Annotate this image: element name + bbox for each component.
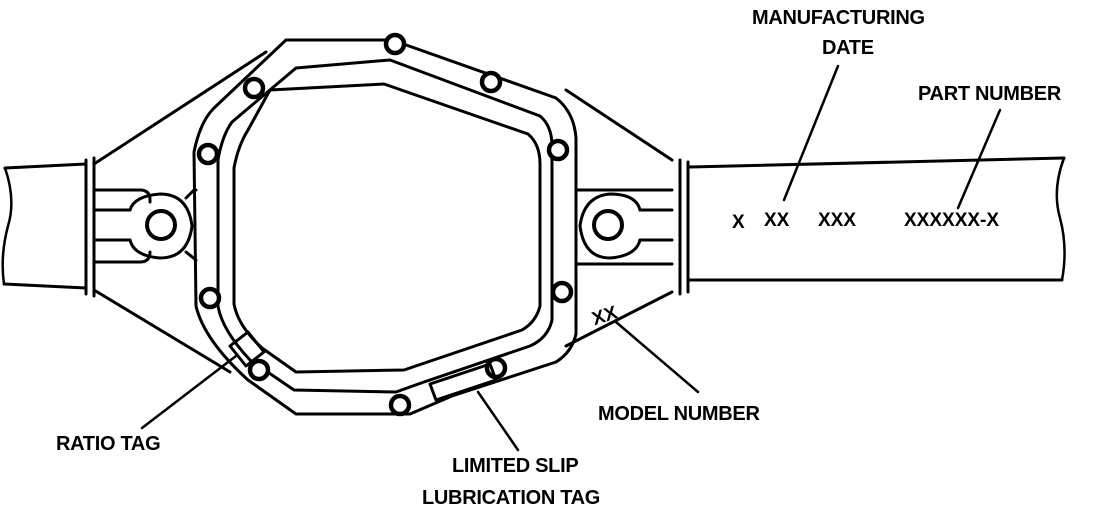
part-number-leader [956,108,1002,210]
bolt-icon [247,358,271,382]
tube-code-1: X [732,212,745,233]
tube-code-2: XX [764,210,790,231]
bolt-icon [196,142,220,166]
limited-slip-label-line1: LIMITED SLIP [452,455,578,477]
left-axle-tube [1,156,96,298]
ratio-tag [228,330,266,368]
right-spring-seat [574,188,674,266]
tube-code-3: XXX [818,210,856,231]
bolt-icon [383,32,407,56]
limited-slip-leader [476,390,520,452]
bolt-icon [242,76,266,100]
model-number-leader [614,320,700,394]
model-number-stamp: XX [589,302,620,330]
leader-lines [140,64,1002,452]
bolt-icon [550,280,574,304]
manufacturing-date-label-line1: MANUFACTURING [752,7,925,29]
mount-hole-icon [145,209,177,241]
housing-outline [92,50,674,374]
bolt-icon [198,286,222,310]
left-spring-seat [92,188,198,264]
limited-slip-label-line2: LUBRICATION TAG [422,487,600,509]
bolt-icon [388,393,412,417]
manufacturing-date-leader [782,64,840,202]
ratio-tag-label: RATIO TAG [56,433,160,455]
tube-code-4: XXXXXX-X [904,210,999,231]
part-number-label: PART NUMBER [918,83,1062,105]
cover-flange [192,38,578,416]
mount-hole-icon [592,209,624,241]
bolt-icon [546,138,570,162]
limited-slip-tag [428,362,498,402]
cover-bolts [196,32,574,417]
model-number-label: MODEL NUMBER [598,403,760,425]
bolt-icon [479,70,503,94]
bolt-icon [484,356,508,380]
right-axle-tube [678,156,1066,296]
manufacturing-date-label-line2: DATE [822,37,874,59]
ratio-tag-leader [140,354,238,430]
